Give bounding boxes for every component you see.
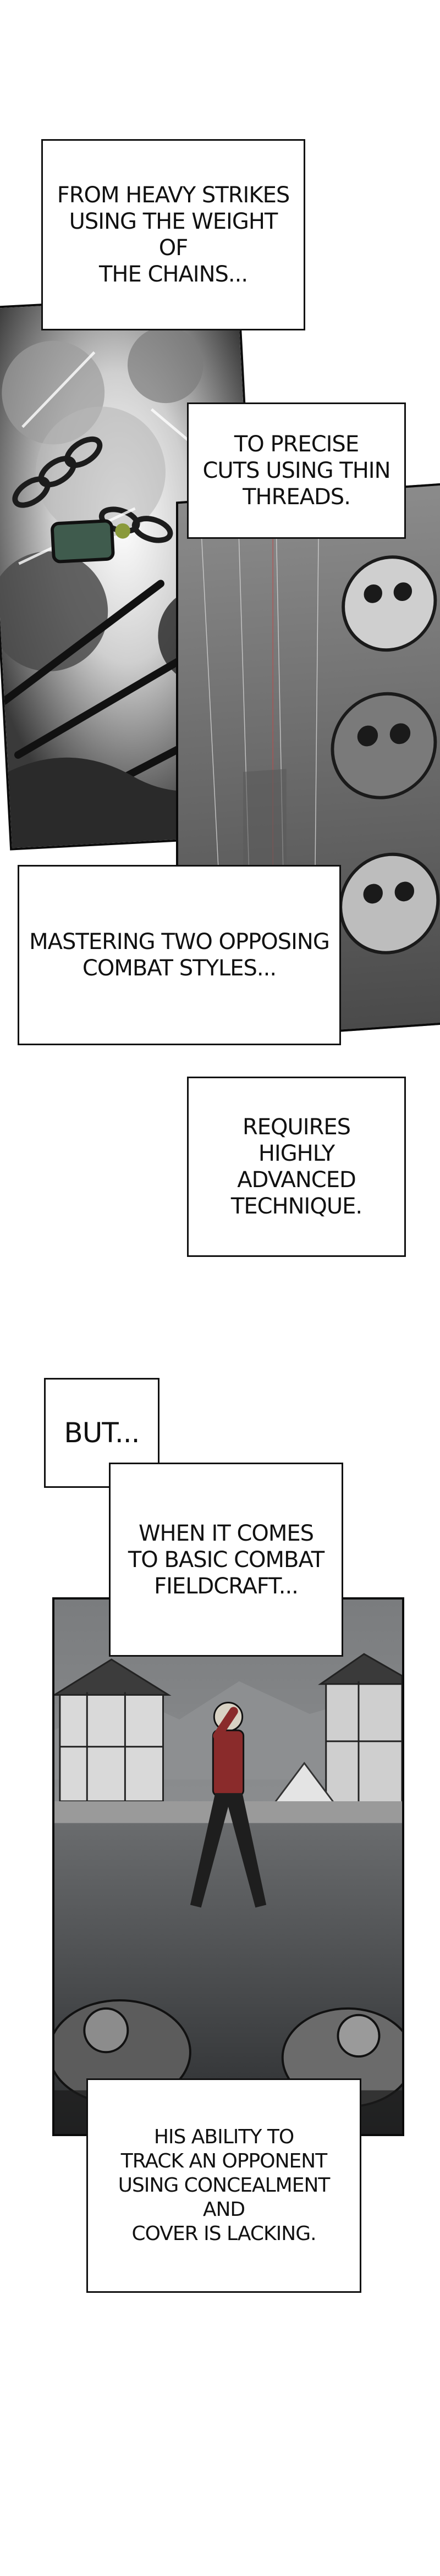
- caption-tracking: HIS ABILITY TO TRACK AN OPPONENT USING C…: [86, 2078, 361, 2293]
- caption-but-text: BUT...: [64, 1417, 140, 1449]
- caption-requires: REQUIRES HIGHLY ADVANCED TECHNIQUE.: [187, 1077, 406, 1257]
- buildings-left: [54, 1658, 172, 1802]
- caption-tracking-text: HIS ABILITY TO TRACK AN OPPONENT USING C…: [118, 2126, 331, 2245]
- caption-heavy-strikes: FROM HEAVY STRIKES USING THE WEIGHT OF T…: [41, 139, 305, 330]
- caption-heavy-strikes-text: FROM HEAVY STRIKES USING THE WEIGHT OF T…: [57, 183, 290, 287]
- caption-basic-combat-text: WHEN IT COMES TO BASIC COMBAT FIELDCRAFT…: [128, 1520, 324, 1599]
- buildings-right: [318, 1653, 402, 1813]
- fallen-soldiers: [54, 1999, 402, 2108]
- training-ground-panel: [52, 1597, 404, 2136]
- caption-mastering: MASTERING TWO OPPOSING COMBAT STYLES...: [18, 865, 341, 1045]
- caption-basic-combat: WHEN IT COMES TO BASIC COMBAT FIELDCRAFT…: [109, 1463, 343, 1657]
- caption-but: BUT...: [44, 1378, 160, 1488]
- training-ground-artwork: [54, 1599, 402, 2134]
- caption-mastering-text: MASTERING TWO OPPOSING COMBAT STYLES...: [29, 929, 330, 981]
- standing-figure: [190, 1701, 267, 1908]
- skull-heads: [331, 555, 440, 955]
- caption-requires-text: REQUIRES HIGHLY ADVANCED TECHNIQUE.: [230, 1115, 362, 1219]
- caption-precise-cuts: TO PRECISE CUTS USING THIN THREADS.: [187, 402, 406, 539]
- caption-precise-cuts-text: TO PRECISE CUTS USING THIN THREADS.: [202, 432, 391, 510]
